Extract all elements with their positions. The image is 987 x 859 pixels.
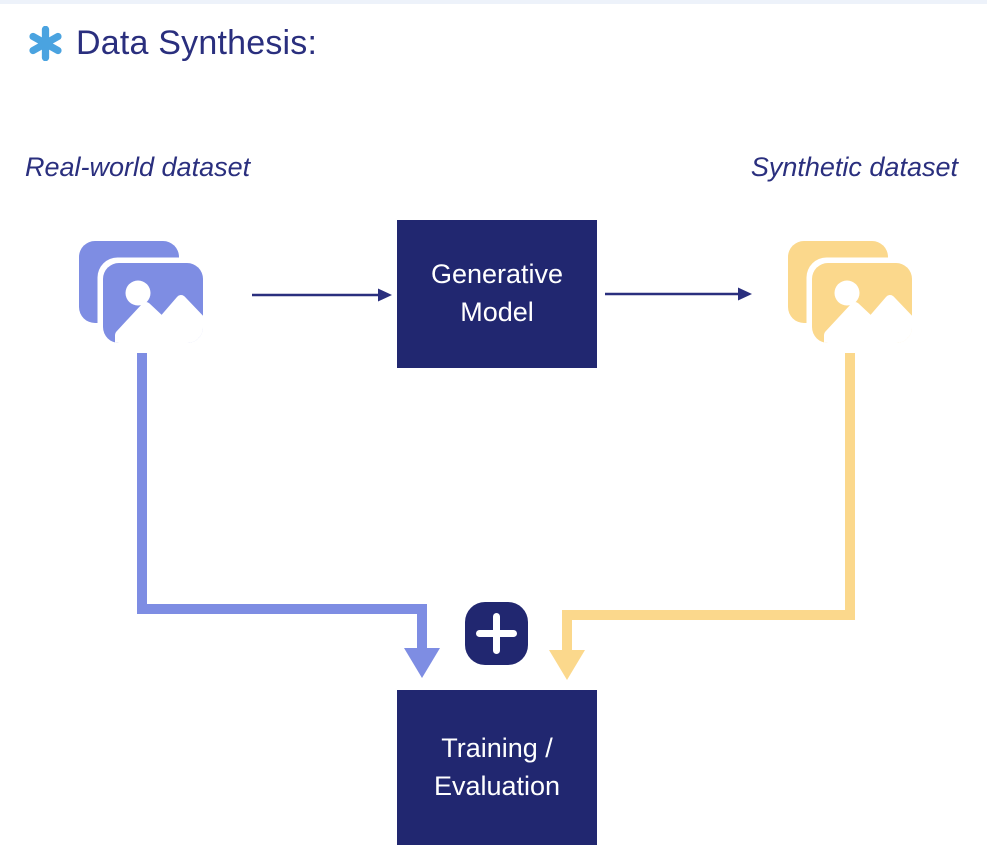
label-real-world-dataset: Real-world dataset — [25, 152, 251, 182]
asterisk-icon — [29, 26, 62, 61]
generative-model-label-line2: Model — [460, 297, 534, 327]
real-images-stack-icon — [79, 241, 204, 344]
page-title: Data Synthesis: — [76, 24, 318, 62]
arrow-real-to-training — [137, 353, 440, 678]
top-border-strip — [0, 0, 987, 4]
plus-glyph — [476, 613, 517, 654]
training-evaluation-node: Training / Evaluation — [397, 690, 597, 845]
synthetic-images-stack-icon — [788, 241, 913, 344]
generative-model-node: Generative Model — [397, 220, 597, 368]
training-evaluation-label-line2: Evaluation — [433, 770, 561, 801]
label-synthetic-dataset: Synthetic dataset — [750, 152, 958, 182]
plus-icon — [465, 602, 528, 665]
arrow-real-to-model — [252, 288, 392, 302]
generative-model-label-line1: Generative — [430, 259, 564, 290]
arrow-model-to-synthetic — [605, 287, 752, 301]
title-row: Data Synthesis: — [28, 24, 317, 63]
arrow-synthetic-to-training — [549, 353, 855, 680]
training-evaluation-label-line1: Training / — [441, 732, 553, 763]
